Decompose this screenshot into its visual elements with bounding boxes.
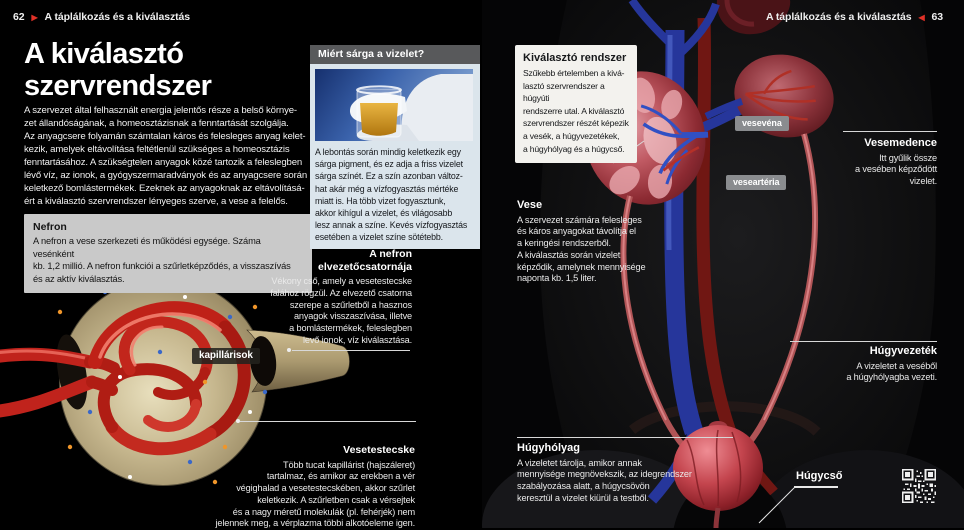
qr-code xyxy=(902,469,936,503)
label-bladder: Húgyhólyag A vizeletet tárolja, amikor a… xyxy=(517,442,747,505)
label-ureter: Húgyvezeték A vizeletet a veséből a húgy… xyxy=(737,345,937,384)
bladder-title: Húgyhólyag xyxy=(517,442,747,455)
arrow-right-icon: ▶ xyxy=(31,14,37,22)
arrow-left-icon: ◀ xyxy=(918,14,924,22)
label-collecting-duct: A nefron elvezetőcsatornája Vékony cső, … xyxy=(132,248,412,347)
urine-liquid xyxy=(360,103,398,136)
urine-info-box: Miért sárga a vizelet? A lebontás során … xyxy=(310,45,480,249)
nefron-box-title: Nefron xyxy=(33,221,303,233)
leader-line-urethra xyxy=(794,486,838,488)
collecting-duct-text: Vékony cső, amely a vesetestecske faláho… xyxy=(132,276,412,347)
page-number-left: 62 xyxy=(13,11,24,23)
page-header-left: 62 ▶ A táplálkozás és a kiválasztás xyxy=(13,11,190,23)
chapter-title-left: A táplálkozás és a kiválasztás xyxy=(45,11,190,23)
renal-pelvis-title: Vesemedence xyxy=(787,137,937,150)
bladder-text: A vizeletet tárolja, amikor annak mennyi… xyxy=(517,458,747,505)
urine-box-body: A lebontás során mindig keletkezik egy s… xyxy=(310,64,480,249)
label-renal-artery: veseartéria xyxy=(726,175,786,190)
leader-dot-collecting-duct xyxy=(287,348,291,352)
kidney-text: A szervezet számára felesleges és káros … xyxy=(517,215,717,286)
collecting-duct-title: A nefron elvezetőcsatornája xyxy=(132,248,412,273)
excretory-box-text: Szűkebb értelemben a kivá- lasztó szervr… xyxy=(523,67,629,155)
page-header-right: A táplálkozás és a kiválasztás ◀ 63 xyxy=(766,11,943,23)
page-number-right: 63 xyxy=(932,11,943,23)
leader-dot-renal-corpuscle xyxy=(236,419,240,423)
leader-line-bladder xyxy=(517,437,733,438)
label-renal-corpuscle: Vesetestecske Több tucat kapillárist (ha… xyxy=(135,444,415,530)
label-urethra: Húgycső xyxy=(796,470,842,482)
renal-corpuscle-title: Vesetestecske xyxy=(135,444,415,457)
ureter-text: A vizeletet a veséből a húgyhólyagba vez… xyxy=(737,361,937,385)
intro-paragraph: A szervezet által felhasznált energia je… xyxy=(24,104,316,208)
label-renal-vein: vesevéna xyxy=(735,116,789,131)
renal-corpuscle-text: Több tucat kapillárist (hajszáleret) tar… xyxy=(135,460,415,530)
urethra xyxy=(716,508,718,528)
label-capillaries: kapillárisok xyxy=(192,348,260,364)
leader-line-renal-corpuscle xyxy=(240,421,416,422)
urine-box-text: A lebontás során mindig keletkezik egy s… xyxy=(315,146,475,244)
urine-box-title: Miért sárga a vizelet? xyxy=(310,45,480,64)
excretory-system-box: Kiválasztó rendszer Szűkebb értelemben a… xyxy=(515,45,637,163)
label-kidney: Vese A szervezet számára felesleges és k… xyxy=(517,199,717,285)
excretory-box-title: Kiválasztó rendszer xyxy=(523,52,629,64)
page-title: A kiválasztó szervrendszer xyxy=(24,38,211,102)
leader-line-ureter xyxy=(790,341,937,342)
label-renal-pelvis: Vesemedence Itt gyűlik össze a vesében k… xyxy=(787,137,937,188)
chapter-title-right: A táplálkozás és a kiválasztás xyxy=(766,11,911,23)
urine-sample-photo xyxy=(315,69,473,141)
leader-line-collecting-duct xyxy=(292,350,410,351)
ureter-title: Húgyvezeték xyxy=(737,345,937,358)
kidney-title: Vese xyxy=(517,199,717,212)
renal-pelvis-text: Itt gyűlik össze a vesében képződött viz… xyxy=(787,153,937,188)
leader-line-renal-pelvis xyxy=(843,131,937,132)
